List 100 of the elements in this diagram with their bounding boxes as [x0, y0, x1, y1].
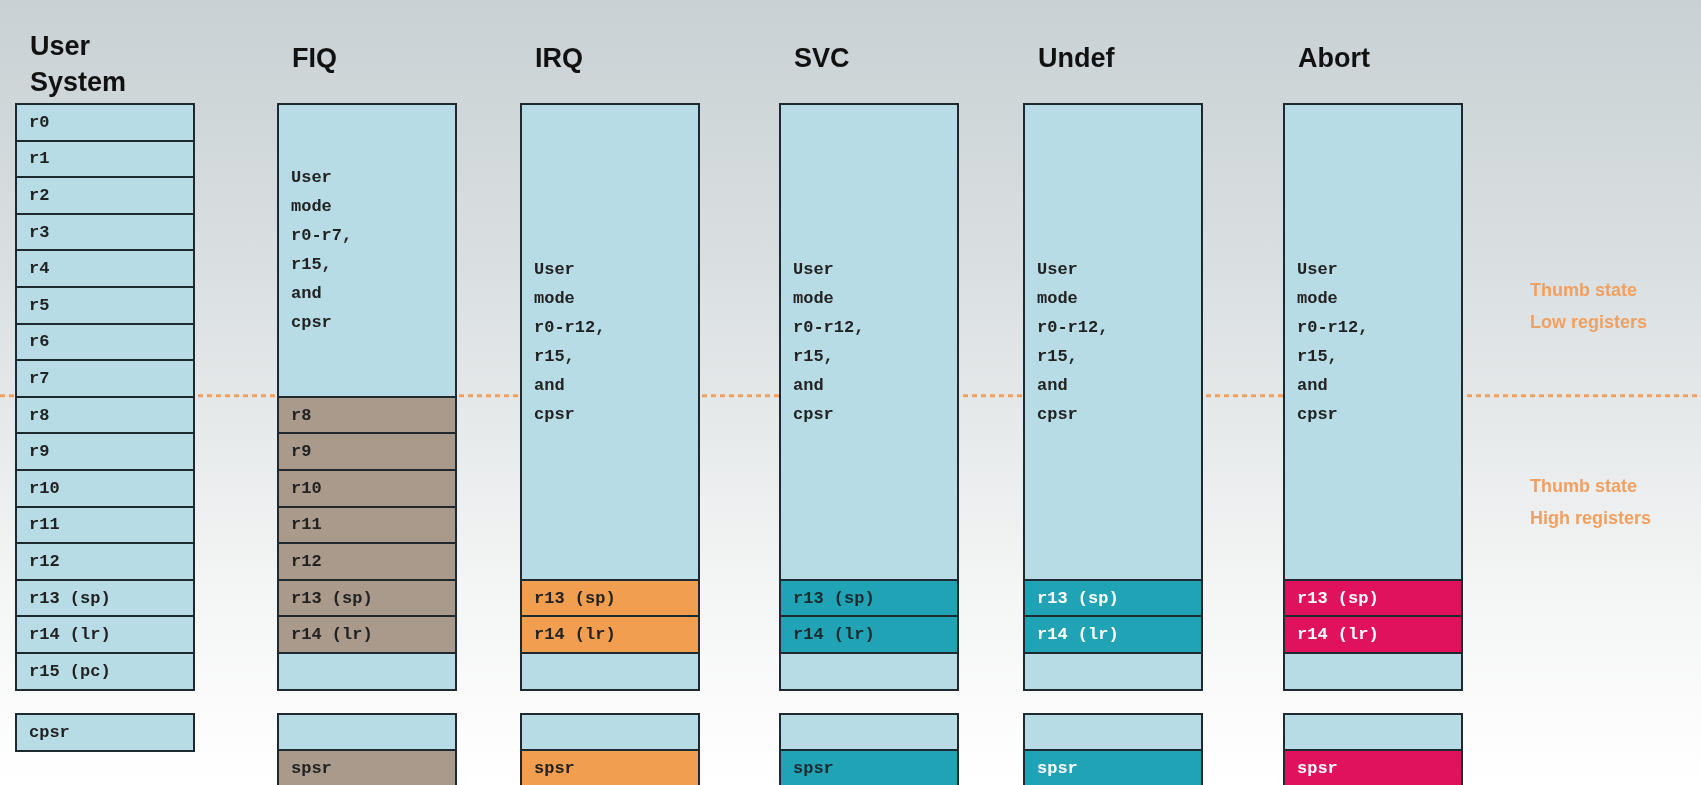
register-box [277, 505, 457, 545]
register-box [1023, 578, 1203, 618]
register-box [779, 578, 959, 618]
register-name: r13 (sp) [28, 587, 111, 610]
register-box [15, 395, 195, 435]
register-box [779, 615, 959, 654]
register-box [15, 103, 195, 142]
thumb-state-note: Thumb state High registers [1530, 475, 1653, 530]
register-name: r13 (sp) [290, 587, 373, 610]
empty-register-box [277, 713, 457, 752]
register-box [277, 469, 457, 508]
mode-heading: SVC [794, 42, 850, 75]
register-name: r1 [28, 148, 50, 171]
register-name: r13 (sp) [1036, 587, 1119, 610]
register-box [15, 713, 195, 752]
register-name: r11 [290, 514, 322, 537]
register-box [520, 615, 700, 654]
register-name: r5 [28, 294, 50, 317]
empty-register-box [1023, 713, 1203, 752]
register-box [15, 139, 195, 179]
register-box [15, 505, 195, 545]
register-group-text: User mode r0-r12, r15, and cpsr [1036, 258, 1110, 426]
register-box [520, 749, 700, 785]
register-name: r8 [28, 404, 50, 427]
mode-heading: Undef [1038, 42, 1115, 75]
register-box [1283, 749, 1463, 785]
register-group-text: User mode r0-r12, r15, and cpsr [533, 258, 607, 426]
empty-register-box [1023, 652, 1203, 691]
register-name: r14 (lr) [290, 624, 373, 647]
thumb-state-note: Thumb state Low registers [1530, 279, 1649, 334]
mode-heading: User System [30, 30, 128, 99]
register-name: r13 (sp) [533, 587, 616, 610]
register-box [15, 432, 195, 471]
register-name: r7 [28, 368, 50, 390]
register-box [277, 749, 457, 785]
register-group-text: User mode r0-r12, r15, and cpsr [1296, 258, 1370, 426]
register-name: r11 [28, 514, 60, 537]
register-name: r13 (sp) [792, 587, 875, 610]
register-box [15, 615, 195, 654]
register-name: r10 [28, 477, 60, 500]
register-name: spsr [290, 757, 332, 780]
register-name: cpsr [28, 721, 70, 744]
empty-register-box [779, 652, 959, 691]
register-box [277, 615, 457, 654]
register-name: r12 [290, 551, 322, 573]
register-box [15, 249, 195, 288]
register-group-box [277, 103, 457, 398]
register-name: r3 [28, 221, 50, 244]
register-name: r8 [290, 404, 312, 427]
register-name: r14 (lr) [1036, 624, 1119, 647]
mode-heading: IRQ [535, 42, 583, 75]
register-group-text: User mode r0-r7, r15, and cpsr [290, 167, 354, 335]
register-name: r14 (lr) [533, 624, 616, 647]
register-name: r12 [28, 551, 60, 573]
register-box [1023, 615, 1203, 654]
register-box [1283, 578, 1463, 618]
register-name: r4 [28, 258, 50, 281]
register-name: spsr [533, 757, 575, 780]
register-box [277, 432, 457, 471]
register-name: r14 (lr) [28, 624, 111, 647]
register-box [277, 542, 457, 581]
register-box [15, 469, 195, 508]
empty-register-box [520, 713, 700, 752]
mode-heading: Abort [1298, 42, 1370, 75]
empty-register-box [779, 713, 959, 752]
empty-register-box [520, 652, 700, 691]
register-name: r9 [28, 441, 50, 464]
register-box [15, 212, 195, 252]
register-box [15, 652, 195, 691]
register-group-text: User mode r0-r12, r15, and cpsr [792, 258, 866, 426]
register-box [520, 578, 700, 618]
register-name: r15 (pc) [28, 660, 111, 683]
register-group-box [520, 103, 700, 581]
register-box [15, 578, 195, 618]
register-name: r0 [28, 111, 50, 134]
register-name: spsr [1296, 757, 1338, 780]
register-group-box [779, 103, 959, 581]
register-group-box [1283, 103, 1463, 581]
register-group-box [1023, 103, 1203, 581]
register-box [277, 578, 457, 618]
empty-register-box [1283, 652, 1463, 691]
register-box [15, 322, 195, 362]
register-box [15, 286, 195, 325]
register-name: r6 [28, 331, 50, 354]
register-name: r14 (lr) [792, 624, 875, 647]
mode-heading: FIQ [292, 42, 337, 75]
empty-register-box [277, 652, 457, 691]
register-box [1023, 749, 1203, 785]
register-box [15, 359, 195, 398]
register-name: r14 (lr) [1296, 624, 1379, 647]
register-box [1283, 615, 1463, 654]
register-box [15, 176, 195, 215]
register-box [779, 749, 959, 785]
register-box [15, 542, 195, 581]
register-name: r2 [28, 185, 50, 207]
register-name: r10 [290, 477, 322, 500]
empty-register-box [1283, 713, 1463, 752]
register-name: spsr [792, 757, 834, 780]
register-name: spsr [1036, 757, 1078, 780]
register-name: r9 [290, 441, 312, 464]
